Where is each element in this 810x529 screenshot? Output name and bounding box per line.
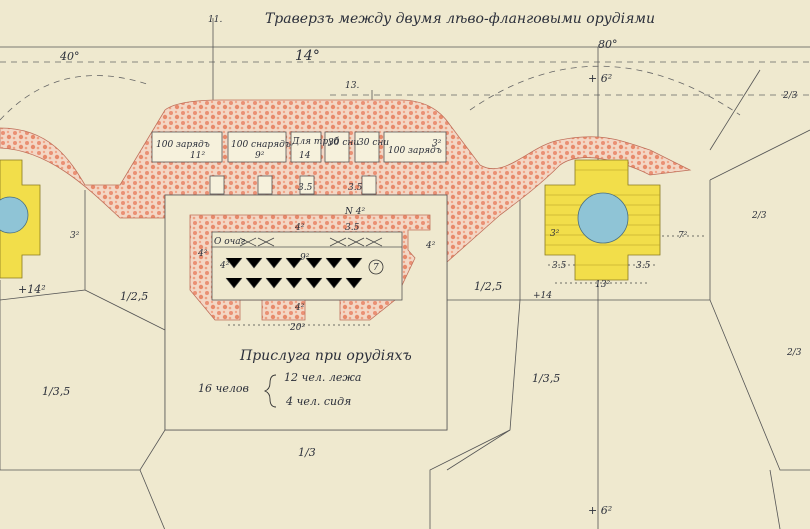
dim-bottom-4: 4² [294,303,305,313]
crew-total: 16 челов [198,382,249,395]
chamber-6-width: 3² [432,139,442,149]
left-gun-dim-3: 3² [70,231,80,241]
right-platform-outline [519,180,711,301]
slope-25b: 1/2,5 [474,280,502,293]
shelf-hatching [225,237,383,289]
gun-dim-35a: 3.5 [552,261,567,271]
ammo-room [211,231,403,301]
chamber-4 [324,131,350,163]
right-gun-dim-7: 7² [678,231,688,241]
ochag-label: О очаг [214,237,246,247]
chamber-row [151,131,447,195]
chamber-1-label: 100 зарядъ [156,140,210,150]
passage-4 [361,175,377,195]
far-right-line [709,299,810,471]
dim-n4: N 4² [344,207,365,217]
left-foot-line [139,469,166,529]
passage-2 [257,175,273,195]
inner-court-outline [164,194,448,431]
right-lower-slope [446,299,521,471]
axis-13-label: 13. [345,81,359,91]
dim-35b: 3.5 [348,183,363,193]
chamber-6 [383,131,447,163]
chamber-3-label: Для труб [291,136,339,147]
chamber-1 [151,131,223,163]
dim-9: 9² [300,253,310,263]
crew-brace [263,374,277,408]
dim-4c: 4² [425,241,436,251]
dim-35a: 3.5 [298,183,313,193]
angle-40-label: 40° [59,50,80,63]
span-14-label: 14° [295,48,320,64]
reference-circle [368,259,384,275]
chamber-2-width: 9² [255,151,265,161]
right-gun-dim-3: 3² [550,229,560,239]
far-right-foot [769,469,781,529]
chamber-2-label: 100 снарядъ [231,140,291,150]
slope-23b: 2/3 [751,211,767,221]
chamber-3-width: 14 [299,151,311,161]
gun-dim-35b: 3.5 [636,261,651,271]
right-foot-line [429,429,511,529]
passage-1 [209,175,225,195]
right-gun-circle [577,192,629,244]
slope-23c: 2/3 [786,348,802,358]
right-arc-dashed [469,65,741,116]
axis-11-label: 11. [208,15,222,25]
slope-35a: 1/3,5 [42,385,70,398]
dim-4d: 4² [219,261,230,271]
elev-6-bottom: + 6² [588,504,612,517]
slope-23a: 2/3 [782,91,798,101]
left-gun-circle [0,196,29,234]
chamber-6-label: 100 зарядъ [388,146,442,156]
slope-35b: 1/3,5 [532,372,560,385]
dim-35c: 3.5 [345,223,360,233]
chamber-4-label: 30 сни [328,138,359,148]
chamber-5-label: 30 сни [358,138,389,148]
left-slope-line [84,289,166,331]
elev-14b: +14 [533,291,552,301]
dim-20: 20² [289,323,305,333]
dim-4b: 4² [197,249,208,259]
chamber-1-width: 11² [190,151,205,161]
gun-dim-13: 13² [595,280,610,290]
far-right-top-line [709,129,810,181]
ref-7-label: 7 [373,263,379,273]
right-gun-platform [544,159,661,281]
slope-25a: 1/2,5 [120,290,148,303]
elev-6: + 6² [588,72,612,85]
dim-4a: 4² [294,223,305,233]
left-arc-dashed [0,75,151,121]
left-gun-platform [0,159,41,279]
chamber-5 [354,131,380,163]
passage-3 [299,175,315,195]
far-right-diag [709,69,761,151]
crew-line-1: 12 чел. лежа [284,371,361,384]
crew-title: Прислуга при орудіяхъ [239,348,412,364]
elev-14a: +14² [18,283,46,296]
angle-80-label: 80° [598,38,618,51]
slope-3: 1/3 [298,446,316,459]
crew-line-2: 4 чел. сидя [285,395,351,408]
chamber-3 [290,131,322,163]
chamber-2 [227,131,287,163]
drawing-title: Траверзъ между двумя лѣво-фланговыми ору… [265,11,655,27]
